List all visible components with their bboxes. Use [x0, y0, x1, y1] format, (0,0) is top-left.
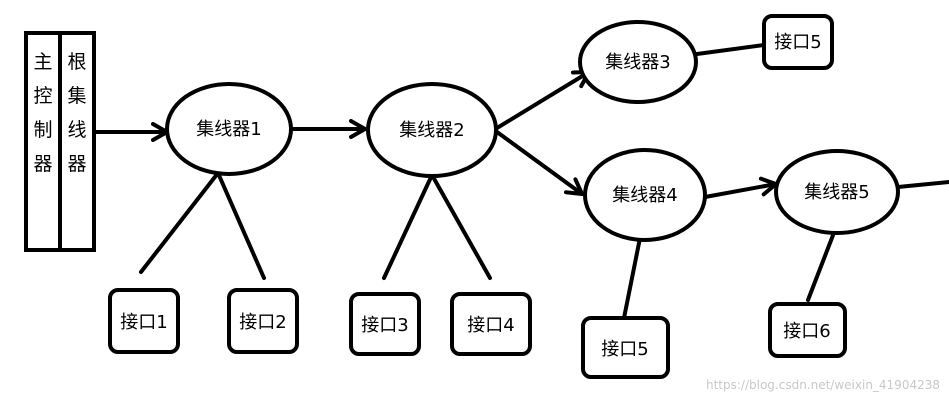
hub-5-label: 集线器5	[804, 182, 869, 203]
link-hub3-port5	[695, 43, 766, 56]
link-hub5-port6	[806, 228, 837, 302]
port-6: 接口6	[768, 302, 847, 358]
port-1-label: 接口1	[120, 312, 167, 333]
port-5-hub4-label: 接口5	[601, 339, 648, 360]
hub-1: 集线器1	[165, 82, 293, 176]
hub-4: 集线器4	[583, 148, 707, 242]
link-hub2-port3	[382, 173, 434, 280]
port-3: 接口3	[349, 292, 421, 356]
port-6-label: 接口6	[783, 321, 830, 342]
link-hub2-port4	[430, 173, 492, 280]
root-hub-char-3: 线	[67, 119, 86, 141]
port-1: 接口1	[108, 288, 180, 354]
link-hub5-continue	[896, 180, 949, 189]
port-5-hub3-label: 接口5	[774, 32, 821, 53]
hub-4-label: 集线器4	[612, 185, 677, 206]
arrow-hub2-to-hub4	[495, 130, 584, 196]
arrow-hub4-to-hub5	[703, 176, 778, 199]
hub-2: 集线器2	[366, 82, 498, 178]
hub-3: 集线器3	[578, 20, 698, 104]
hub-5: 集线器5	[774, 149, 900, 235]
port-5-hub3: 接口5	[762, 14, 834, 70]
hub-3-label: 集线器3	[605, 52, 670, 73]
root-hub-block: 根 集 线 器	[58, 31, 96, 252]
link-hub1-port2	[216, 171, 266, 280]
hub-2-label: 集线器2	[399, 120, 464, 141]
root-hub-char-1: 根	[67, 51, 86, 73]
main-controller-char-4: 器	[33, 153, 52, 175]
port-2-label: 接口2	[239, 312, 286, 333]
main-controller-block: 主 控 制 器	[24, 31, 62, 252]
link-hub4-port5	[622, 236, 642, 320]
port-5-hub4: 接口5	[581, 316, 670, 379]
main-controller-char-3: 制	[33, 119, 52, 141]
port-2: 接口2	[227, 288, 299, 354]
link-hub1-port1	[139, 171, 220, 274]
hub-1-label: 集线器1	[196, 119, 261, 140]
port-4-label: 接口4	[467, 315, 514, 336]
port-4: 接口4	[450, 292, 532, 356]
watermark-text: https://blog.csdn.net/weixin_41904238	[706, 378, 940, 392]
root-hub-char-4: 器	[67, 153, 86, 175]
main-controller-char-1: 主	[33, 51, 52, 73]
arrow-hub2-to-hub3	[495, 70, 591, 130]
root-hub-char-2: 集	[67, 85, 86, 107]
main-controller-char-2: 控	[33, 85, 52, 107]
port-3-label: 接口3	[361, 315, 408, 336]
